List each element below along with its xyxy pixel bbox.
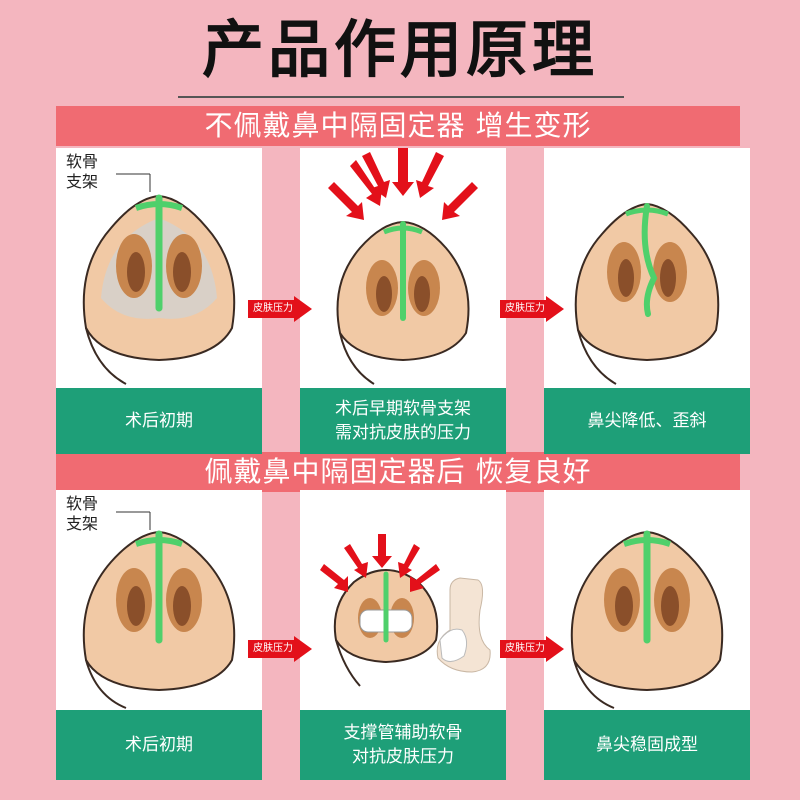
nose-illustration bbox=[574, 202, 720, 385]
panel-row1-pressure: 术后早期软骨支架 需对抗皮肤的压力 bbox=[300, 148, 506, 454]
caption-box: 支撑管辅助软骨 对抗皮肤压力 bbox=[300, 710, 506, 780]
section-heading-with-device: 佩戴鼻中隔固定器后 恢复良好 bbox=[56, 452, 740, 492]
nose-illustration-with-splint bbox=[320, 534, 491, 687]
caption-box: 术后初期 bbox=[56, 388, 262, 454]
cartilage-label: 软骨 支架 bbox=[66, 152, 99, 191]
title-underline bbox=[178, 96, 624, 98]
caption-box: 术后早期软骨支架 需对抗皮肤的压力 bbox=[300, 388, 506, 454]
skin-pressure-arrow: 皮肤压力 bbox=[248, 636, 312, 662]
section-heading-without-device: 不佩戴鼻中隔固定器 增生变形 bbox=[56, 106, 740, 146]
nose-illustration bbox=[570, 530, 724, 709]
caption-box: 术后初期 bbox=[56, 710, 262, 780]
panel-row1-early: 软骨 支架 术后初期 bbox=[56, 148, 262, 454]
panel-row2-support: 支撑管辅助软骨 对抗皮肤压力 bbox=[300, 490, 506, 780]
caption-box: 鼻尖降低、歪斜 bbox=[544, 388, 750, 454]
page-title: 产品作用原理 bbox=[201, 13, 598, 86]
nose-illustration bbox=[328, 148, 478, 385]
skin-pressure-arrow: 皮肤压力 bbox=[500, 296, 564, 322]
skin-pressure-arrow: 皮肤压力 bbox=[248, 296, 312, 322]
nose-illustration bbox=[82, 511, 236, 709]
nose-illustration bbox=[82, 173, 236, 385]
panel-row2-stable: 鼻尖稳固成型 bbox=[544, 490, 750, 780]
pressure-arrows bbox=[320, 534, 440, 592]
skin-pressure-arrow: 皮肤压力 bbox=[500, 636, 564, 662]
cartilage-label: 软骨 支架 bbox=[66, 494, 99, 533]
pressure-arrows bbox=[328, 148, 478, 220]
caption-box: 鼻尖稳固成型 bbox=[544, 710, 750, 780]
panel-row2-early: 软骨 支架 术后初期 bbox=[56, 490, 262, 780]
panel-row1-deformed: 鼻尖降低、歪斜 bbox=[544, 148, 750, 454]
